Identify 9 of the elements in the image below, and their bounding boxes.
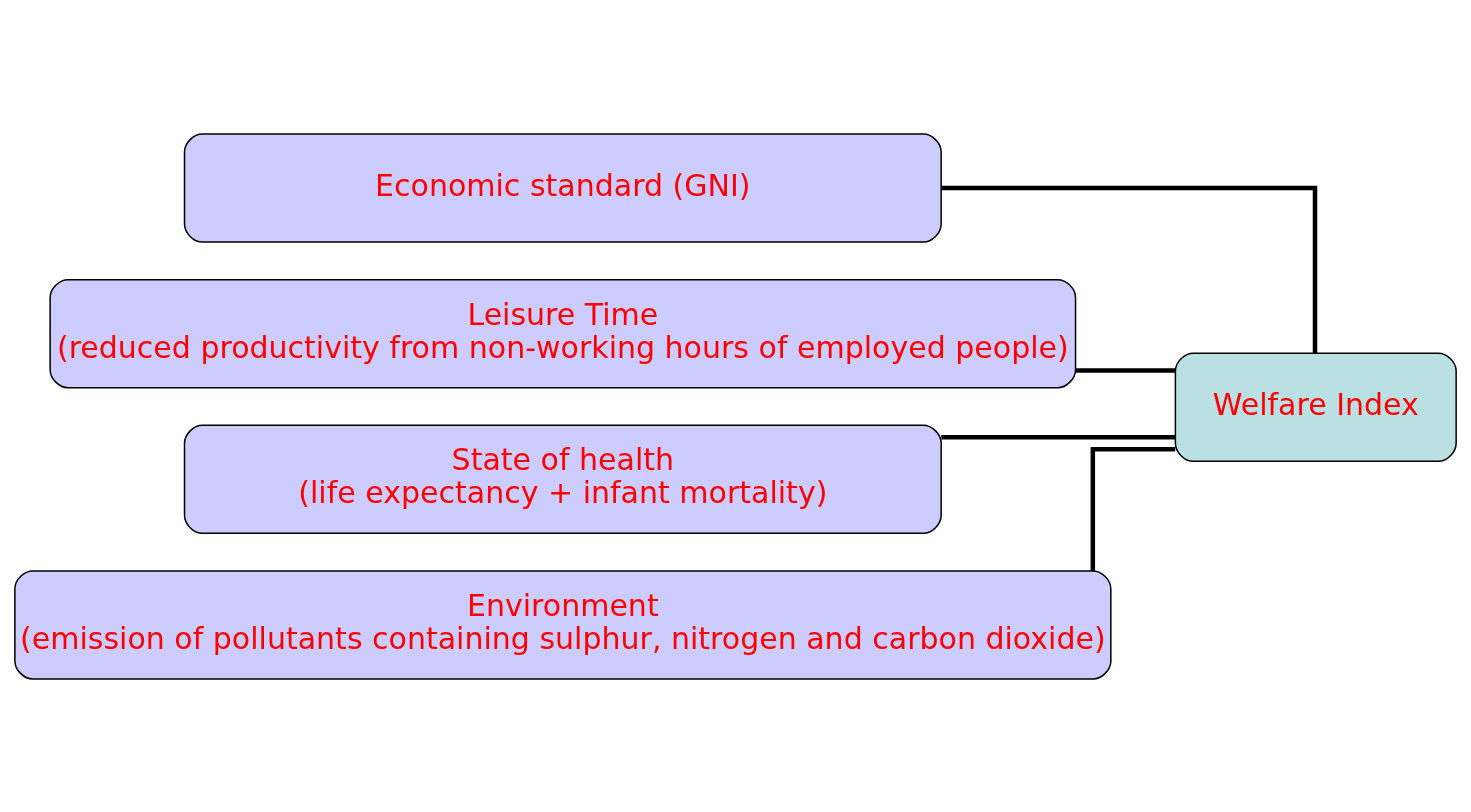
connector (941, 434, 1176, 440)
node-box: Welfare Index (1174, 351, 1457, 462)
connector (941, 185, 1318, 353)
node-box: Leisure Time (reduced productivity from non-working hours of employed people) (49, 278, 1077, 388)
connector (1090, 446, 1176, 571)
node-box: State of health (life expectancy + infant mortality) (183, 424, 942, 534)
node-box: Economic standard (GNI) (183, 132, 942, 243)
node-box: Environment (emission of pollutants containing sulphur, nitrogen and carbon dioxide) (14, 569, 1112, 680)
connector (1075, 367, 1176, 373)
